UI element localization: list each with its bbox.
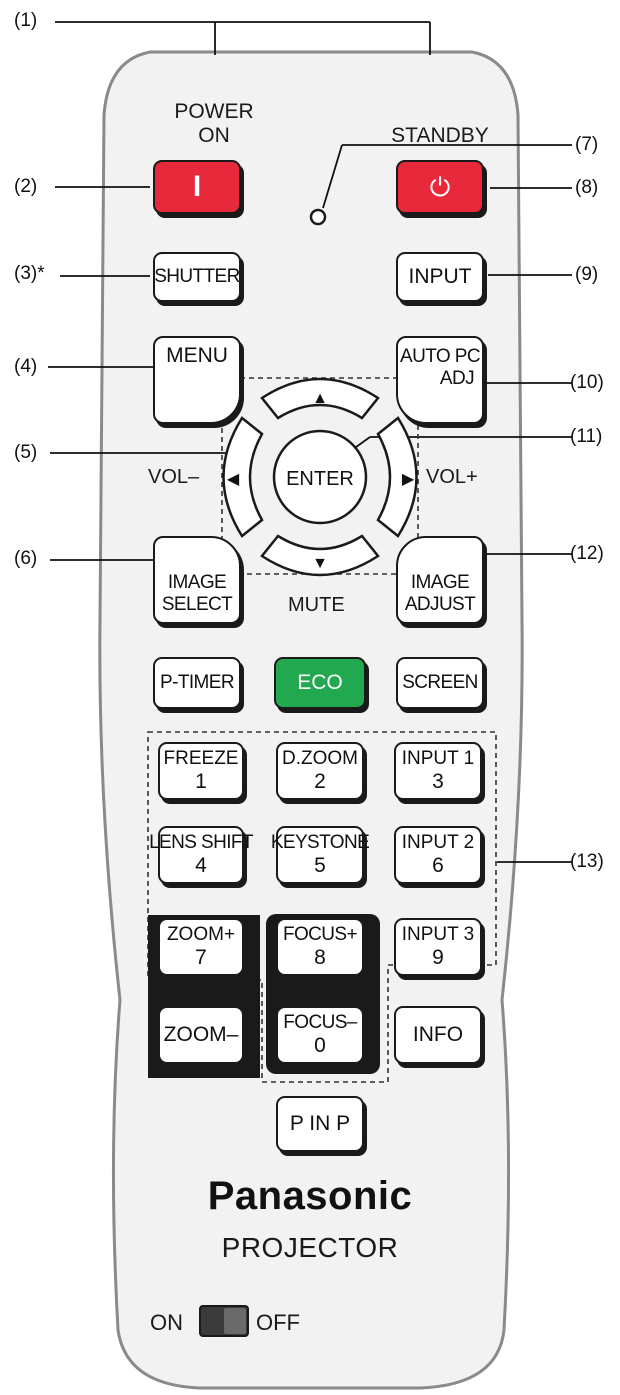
callout-3-label: (3)* [14,263,45,284]
vol-minus-label: VOL– [148,466,200,488]
callout-4-label: (4) [14,356,38,377]
vol-plus-label: VOL+ [426,466,478,488]
down-arrow-key [260,534,380,577]
power-switch-knob [224,1308,246,1334]
d-zoom-2-button[interactable]: D.ZOOM 2 [276,742,364,800]
callout-9-label: (9) [575,264,599,285]
image-select-button[interactable]: IMAGE SELECT [153,536,241,624]
power-on-glyph: I [192,170,202,203]
zoom-minus-button[interactable]: ZOOM– [158,1006,244,1064]
freeze-1-button[interactable]: FREEZE 1 [158,742,244,800]
callout-6-label: (6) [14,548,38,569]
standby-power-icon: ⏻ [429,172,451,202]
switch-off-label: OFF [256,1310,300,1335]
image-adjust-button[interactable]: IMAGE ADJUST [396,536,484,624]
callout-2-label: (2) [14,176,38,197]
enter-key-ring [272,429,368,525]
input-button[interactable]: INPUT [396,252,484,302]
shutter-button[interactable]: SHUTTER [153,252,241,302]
callout-11-label: (11) [570,426,603,447]
input-1-3-button[interactable]: INPUT 1 3 [394,742,482,800]
enter-label: ENTER [286,468,354,490]
left-arrow-key [222,416,264,538]
power-on-button[interactable]: I [153,160,241,214]
p-in-p-button[interactable]: P IN P [276,1096,364,1152]
callout-10-label: (10) [570,372,604,393]
callout-8-label: (8) [575,177,599,198]
p-timer-button[interactable]: P-TIMER [153,657,241,709]
callout-7-label: (7) [575,134,599,155]
callout-1-label: (1) [14,10,38,31]
callout-7-diag [322,144,343,209]
right-arrow-key [376,416,418,538]
standby-button[interactable]: ⏻ [396,160,484,214]
up-arrow-key [260,377,380,420]
power-on-label: POWER ON [174,100,254,147]
left-arrow-glyph: ◀ [227,471,240,488]
callout-5-label: (5) [14,442,38,463]
eco-button[interactable]: ECO [274,657,366,709]
focus-minus-0-button[interactable]: FOCUS– 0 [276,1006,364,1064]
indicator-led [309,208,327,226]
auto-pc-adj-button[interactable]: AUTO PC ADJ [396,336,484,424]
focus-plus-8-button[interactable]: FOCUS+ 8 [276,918,364,976]
up-arrow-glyph: ▲ [312,390,328,407]
info-button[interactable]: INFO [394,1006,482,1064]
lens-shift-4-button[interactable]: LENS SHIFT 4 [149,826,254,884]
right-arrow-glyph: ▶ [402,471,415,488]
input-3-9-button[interactable]: INPUT 3 9 [394,918,482,976]
screen-button[interactable]: SCREEN [396,657,484,709]
down-arrow-glyph: ▼ [312,555,328,572]
input-2-6-button[interactable]: INPUT 2 6 [394,826,482,884]
standby-label: STANDBY [391,124,489,147]
menu-button[interactable]: MENU [153,336,241,424]
keystone-5-button[interactable]: KEYSTONE 5 [271,826,370,884]
brand-logo: Panasonic [207,1174,413,1218]
mute-label: MUTE [288,594,345,616]
zoom-plus-7-button[interactable]: ZOOM+ 7 [158,918,244,976]
callout-13-label: (13) [570,851,604,872]
callout-12-label: (12) [570,543,604,564]
product-label: PROJECTOR [221,1232,399,1263]
switch-on-label: ON [150,1310,183,1335]
